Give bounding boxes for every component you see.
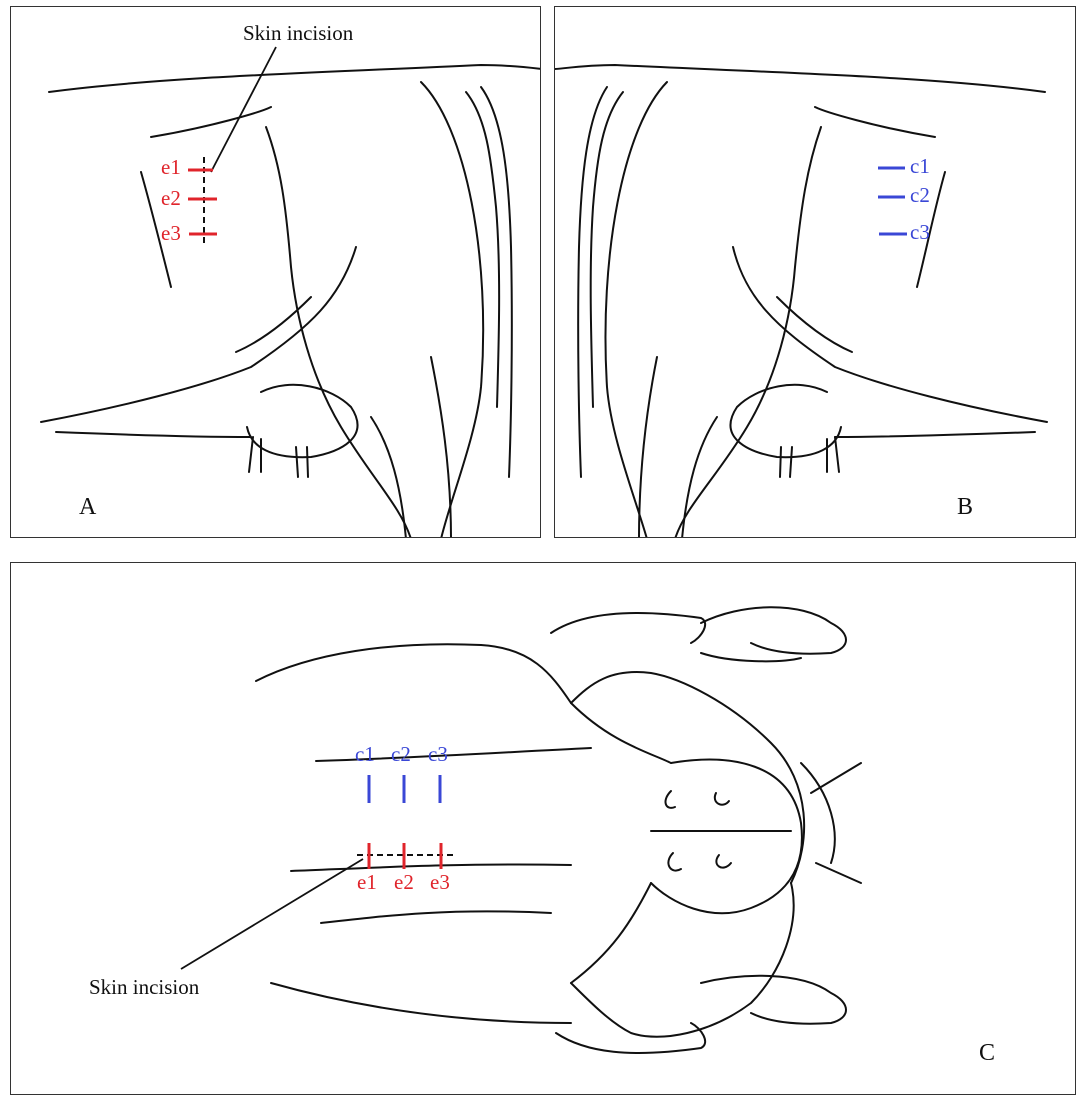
skin-incision-leader — [211, 47, 276, 172]
skin-incision-leader-c — [181, 859, 363, 969]
label-c2: c2 — [910, 185, 930, 206]
panel-c: c1 c2 c3 e1 e2 e3 Skin incision C — [10, 562, 1076, 1095]
panel-a: Skin incision e1 e2 e3 A — [10, 6, 541, 538]
panel-letter-b: B — [957, 495, 973, 519]
label-c3-c: c3 — [428, 744, 448, 765]
label-c2-c: c2 — [391, 744, 411, 765]
label-c1-c: c1 — [355, 744, 375, 765]
incision-markers-a — [11, 7, 541, 538]
label-e1: e1 — [161, 157, 181, 178]
label-e1-c: e1 — [357, 872, 377, 893]
label-c1: c1 — [910, 156, 930, 177]
control-markers-b — [555, 7, 1076, 538]
label-e3-c: e3 — [430, 872, 450, 893]
panel-letter-a: A — [79, 495, 96, 519]
skin-incision-label-c: Skin incision — [89, 977, 199, 998]
label-e3: e3 — [161, 223, 181, 244]
panel-letter-c: C — [979, 1041, 995, 1065]
label-e2-c: e2 — [394, 872, 414, 893]
label-e2: e2 — [161, 188, 181, 209]
incision-markers-c — [11, 563, 1076, 1095]
panel-b: c1 c2 c3 B — [554, 6, 1076, 538]
skin-incision-label: Skin incision — [243, 23, 353, 44]
label-c3: c3 — [910, 222, 930, 243]
